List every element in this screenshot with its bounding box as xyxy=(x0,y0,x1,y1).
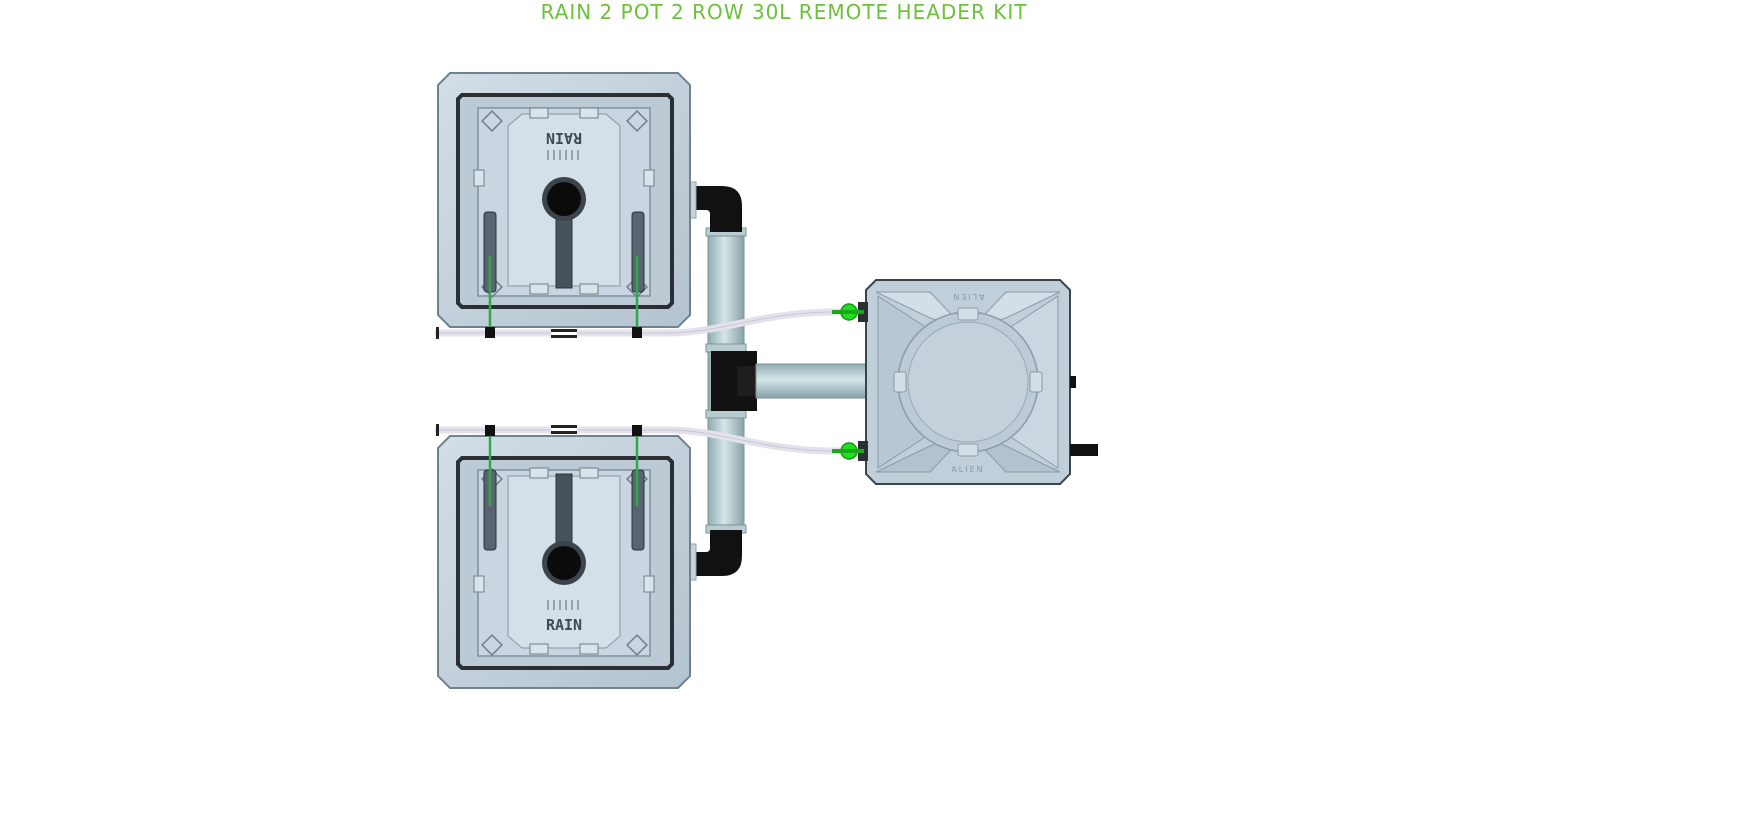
elbow-top xyxy=(692,186,742,232)
feed-pipe xyxy=(755,363,869,399)
pot-top: RAIN xyxy=(437,72,691,328)
reservoir-label-top: ALIEN xyxy=(951,292,984,301)
page-title: RAIN 2 POT 2 ROW 30L REMOTE HEADER KIT xyxy=(540,0,1028,24)
elbow-bottom xyxy=(692,530,742,576)
reservoir: ALIEN ALIEN xyxy=(858,279,1098,485)
drain-outlet xyxy=(1070,444,1098,456)
pot-bottom-brand-label: RAIN xyxy=(546,616,582,634)
valves xyxy=(832,303,864,460)
pot-top-brand-label: RAIN xyxy=(546,129,582,147)
drip-lines xyxy=(488,256,639,506)
pot-bottom: RAIN xyxy=(437,435,691,689)
reservoir-label-bottom: ALIEN xyxy=(951,465,984,474)
